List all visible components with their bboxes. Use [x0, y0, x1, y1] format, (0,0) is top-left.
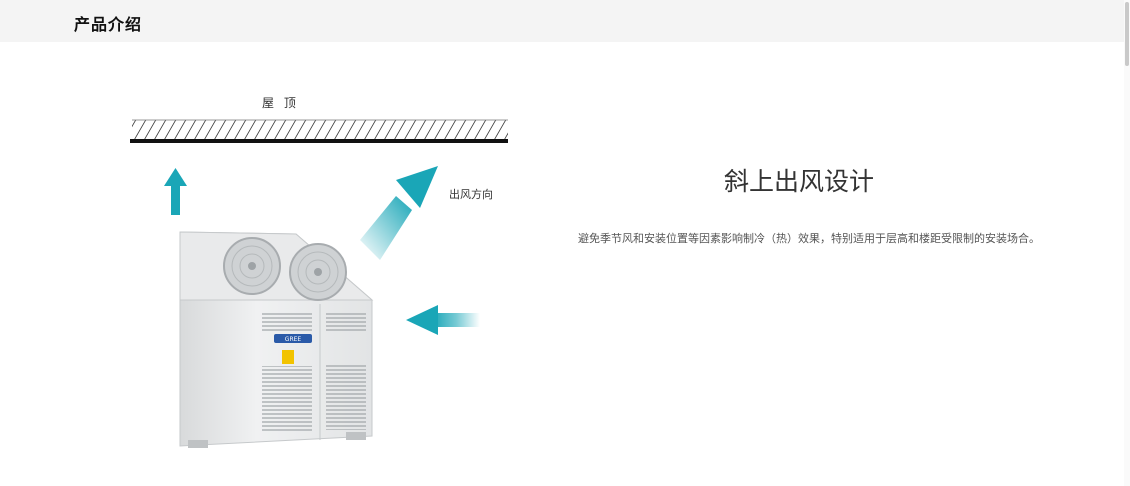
fan-icon	[223, 237, 281, 295]
feature-description: 避免季节风和安装位置等因素影响制冷（热）效果，特别适用于层高和楼距受限制的安装场…	[578, 232, 1040, 245]
ac-outdoor-unit: GREE	[179, 231, 374, 448]
unit-logo: GREE	[285, 336, 302, 343]
feature-title: 斜上出风设计	[724, 167, 875, 196]
roof	[130, 119, 508, 143]
scrollbar[interactable]	[1124, 0, 1130, 486]
upward-arrow-icon	[164, 168, 187, 215]
intake-arrow-icon	[406, 305, 480, 335]
roof-label: 屋 顶	[262, 96, 299, 110]
section-header: 产品介绍	[0, 0, 1124, 42]
scrollbar-thumb[interactable]	[1125, 2, 1129, 66]
fan-icon	[289, 243, 347, 301]
airflow-diagram: GREE	[130, 119, 508, 448]
section-title: 产品介绍	[74, 15, 143, 34]
diagonal-airflow-arrow-icon	[360, 166, 438, 260]
wind-direction-label: 出风方向	[449, 188, 493, 201]
